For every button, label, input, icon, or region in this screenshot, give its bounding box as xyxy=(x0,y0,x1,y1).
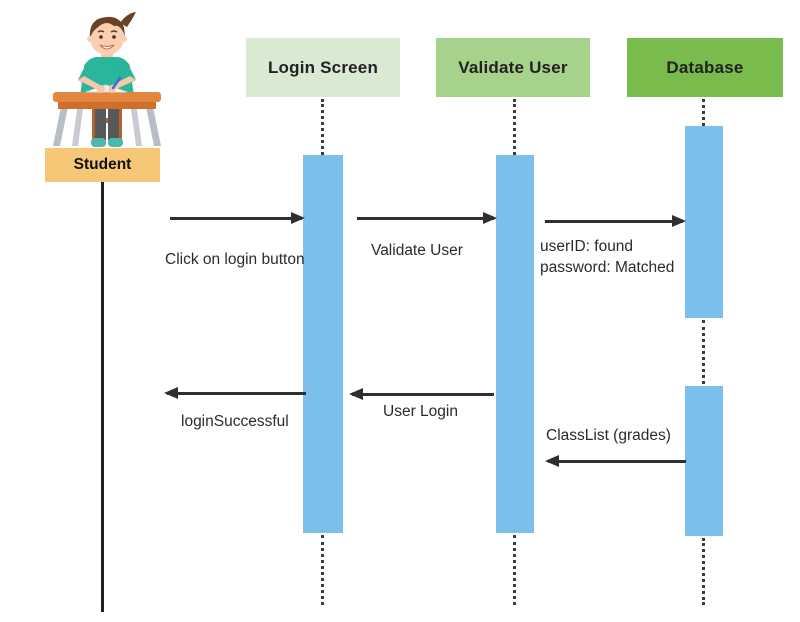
database-lifeline-dotted xyxy=(702,538,705,605)
arrow-user-login xyxy=(349,388,494,400)
login-screen-lifeline-dotted xyxy=(321,535,324,605)
activation-bar-database-second xyxy=(685,386,723,536)
activation-bar-validate-user xyxy=(496,155,534,533)
login-screen-lifeline-dotted xyxy=(321,99,324,155)
arrow-userid-password xyxy=(545,215,686,227)
message-label-line2: password: Matched xyxy=(540,259,675,276)
arrow-login-successful xyxy=(164,387,306,399)
activation-bar-database-first xyxy=(685,126,723,318)
activation-bar-login-screen xyxy=(303,155,343,533)
validate-user-lifeline-dotted xyxy=(513,535,516,605)
lifeline-header-database: Database xyxy=(627,38,783,97)
actor-label-text: Student xyxy=(73,156,132,173)
lifeline-header-validate-user: Validate User xyxy=(436,38,590,97)
message-label-classlist-grades: ClassList (grades) xyxy=(546,427,671,444)
actor-label-student: Student xyxy=(45,148,160,182)
message-label-user-login: User Login xyxy=(383,403,458,420)
lifeline-label: Login Screen xyxy=(267,57,379,77)
lifeline-label: Database xyxy=(666,57,744,77)
arrow-classlist-grades xyxy=(545,455,686,467)
message-label-login-successful: loginSuccessful xyxy=(181,413,289,430)
database-lifeline-dotted xyxy=(702,99,705,126)
message-label-click-login: Click on login button xyxy=(165,251,305,268)
student-figure-icon xyxy=(48,6,166,150)
lifeline-label: Validate User xyxy=(458,57,568,77)
validate-user-lifeline-dotted xyxy=(513,99,516,155)
arrow-validate-user xyxy=(357,212,497,224)
database-lifeline-dotted xyxy=(702,320,705,384)
student-lifeline xyxy=(101,182,104,612)
arrow-click-login xyxy=(170,212,305,224)
message-label-validate-user: Validate User xyxy=(371,242,463,259)
message-label-userid-password: userID: found password: Matched xyxy=(540,236,674,278)
message-label-line1: userID: found xyxy=(540,238,634,255)
lifeline-header-login-screen: Login Screen xyxy=(246,38,400,97)
